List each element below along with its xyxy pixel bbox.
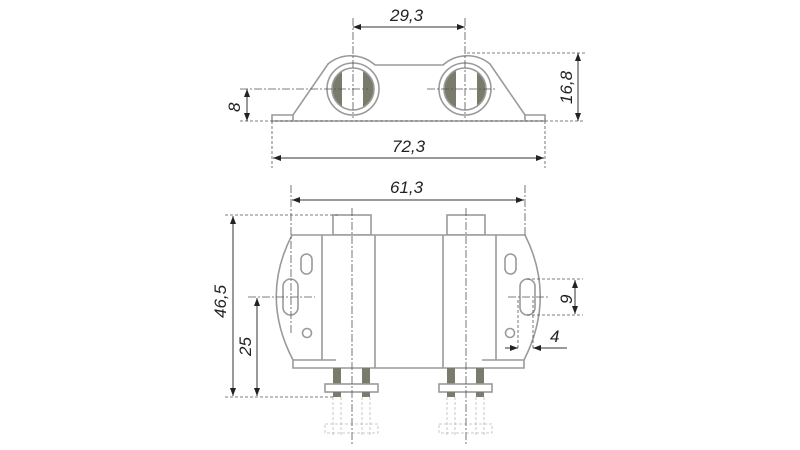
dim-slot-height: 25 xyxy=(236,337,255,357)
dim-slot-length: 9 xyxy=(557,294,576,304)
front-view: 61,3 46,5 25 9 4 xyxy=(211,178,583,445)
top-view: 29,3 16,8 8 72,3 xyxy=(225,6,585,168)
dim-axis-height: 8 xyxy=(225,102,244,112)
dim-slot-width: 4 xyxy=(550,327,559,346)
dim-centers: 29,3 xyxy=(389,6,424,25)
dim-height-top: 16,8 xyxy=(557,70,576,104)
dim-height-front: 46,5 xyxy=(211,284,230,318)
dim-width-top: 72,3 xyxy=(392,137,426,156)
left-bolt xyxy=(324,368,379,437)
dim-width-front: 61,3 xyxy=(390,178,424,197)
right-bolt xyxy=(438,368,493,437)
